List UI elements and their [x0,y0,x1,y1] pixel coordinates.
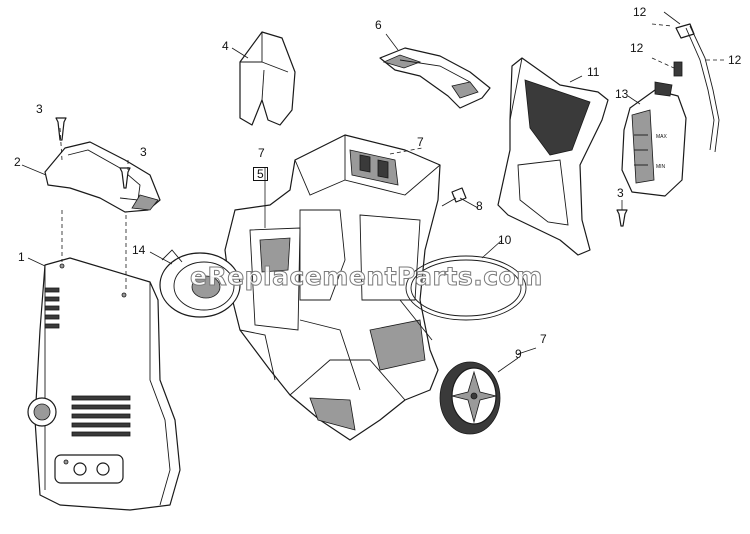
callout-3-handle: 3 [140,145,147,159]
callout-5: 5 [253,167,268,181]
callout-10: 10 [498,233,512,247]
decanter-mark-min: MIN [656,164,666,170]
part-10-hose-loop [405,255,527,321]
part-3-screws [55,117,628,227]
callout-14: 14 [132,243,146,257]
cover-vent-slots [44,287,131,437]
part-4-hose-holder [239,31,296,126]
part-1-front-cover [27,257,181,511]
callout-4: 4 [222,39,229,53]
part-11-handle-frame [497,57,609,256]
callout-7-wheel: 7 [540,332,547,346]
callout-9: 9 [515,347,522,361]
watermark-text: eReplacementParts.com [190,262,543,292]
callout-6: 6 [375,18,382,32]
callout-12-middle: 12 [630,41,644,55]
callout-7-top: 7 [258,146,265,160]
callout-2: 2 [14,155,21,169]
callout-1: 1 [18,250,25,264]
main-chassis [224,134,441,441]
part-6-top-handle-cover [379,47,491,109]
leader-lines [21,11,726,373]
callout-3-right: 3 [617,186,624,200]
callout-12-right: 12 [728,53,742,67]
callout-13: 13 [615,87,629,101]
part-2-handle-grip [44,141,161,213]
callout-3-top-left: 3 [36,102,43,116]
callout-7-chassis: 7 [417,135,424,149]
part-13-detergent-bottle [621,81,687,197]
callout-12-top: 12 [633,5,647,19]
part-12-lance-parts [673,23,720,153]
callout-8: 8 [476,199,483,213]
part-8-fitting [441,187,467,207]
callout-11: 11 [587,65,600,79]
part-14-hose-reel [159,249,241,318]
wheel [439,361,501,435]
decanter-mark-max: MAX [656,134,668,140]
